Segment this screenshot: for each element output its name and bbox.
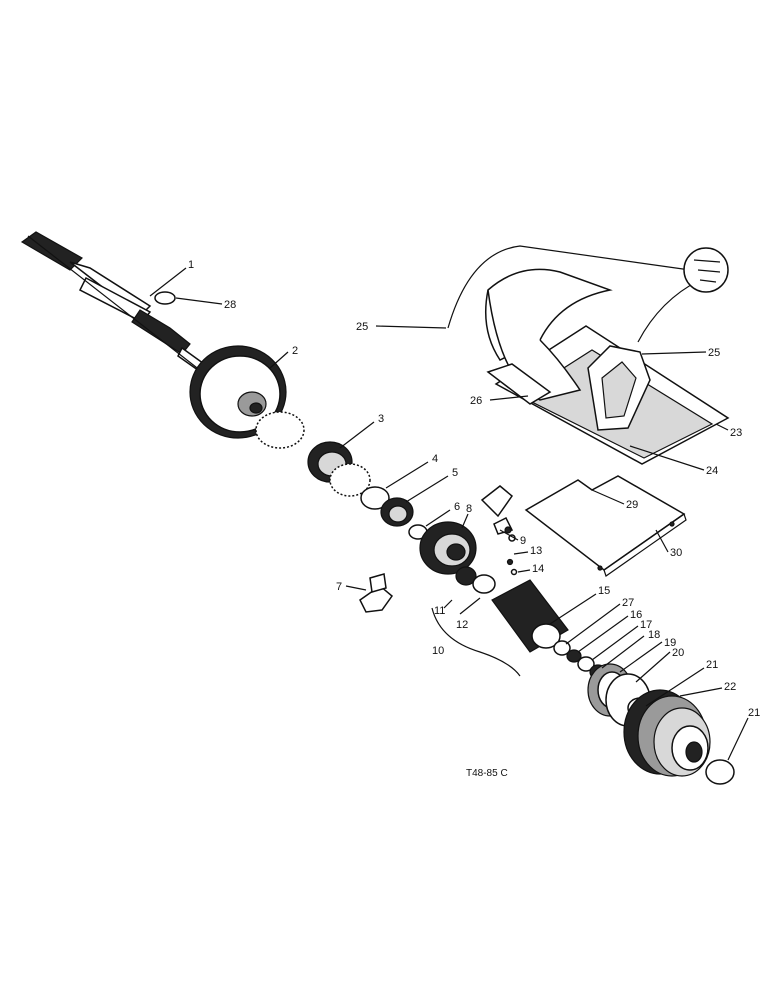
callout-19: 19 [664,637,676,649]
callout-1: 1 [188,259,194,271]
callout-14: 14 [532,563,544,575]
ring-16-part [566,649,582,663]
ring-11-part [455,566,477,586]
group-10-bracket [431,607,521,677]
callout-labels: 1 2 3 4 5 6 7 8 9 10 11 12 13 14 15 16 1… [188,259,760,719]
callout-25-a: 25 [356,321,368,333]
ring-17-part [577,656,595,672]
collar-8-part [419,521,477,575]
callout-10: 10 [432,645,444,657]
callout-16: 16 [630,609,642,621]
fork-9-part [480,485,516,542]
ring-28-part [154,291,176,305]
sleeve-15-part [491,579,569,653]
leader-lines [149,267,749,761]
pin-13-part [506,558,514,566]
drawing-code: T48-85 C [466,768,508,779]
plate-29-30-part [524,475,687,577]
callout-28: 28 [224,299,236,311]
callout-8: 8 [466,503,472,515]
shaft-part [20,231,220,381]
callout-30: 30 [670,547,682,559]
pin-14-part [510,568,518,576]
callout-5: 5 [452,467,458,479]
callout-23: 23 [730,427,742,439]
callout-21-b: 21 [748,707,760,719]
callout-13: 13 [530,545,542,557]
ring-4-part [360,486,390,510]
pulley-22-part [623,689,711,777]
ring-27-part [553,640,571,656]
callout-3: 3 [378,413,384,425]
callout-2: 2 [292,345,298,357]
gear-part [189,345,287,439]
callout-9: 9 [520,535,526,547]
callout-27: 27 [622,597,634,609]
callout-7: 7 [336,581,342,593]
callout-25-b: 25 [708,347,720,359]
callout-17: 17 [640,619,652,631]
callout-12: 12 [456,619,468,631]
bearing-3-part [255,411,371,497]
callout-26: 26 [470,395,482,407]
callout-21-a: 21 [706,659,718,671]
callout-4: 4 [432,453,438,465]
callout-24: 24 [706,465,718,477]
callout-6: 6 [454,501,460,513]
callout-20: 20 [672,647,684,659]
bushing-12-part [472,574,496,594]
callout-11: 11 [434,605,445,617]
callout-22: 22 [724,681,736,693]
fork-7-part [359,573,394,613]
callout-29: 29 [626,499,638,511]
snap-ring-21-b-part [705,759,735,785]
callout-15: 15 [598,585,610,597]
bearing-5-part [380,497,414,527]
callout-18: 18 [648,629,660,641]
shield-assembly-part [447,245,730,465]
